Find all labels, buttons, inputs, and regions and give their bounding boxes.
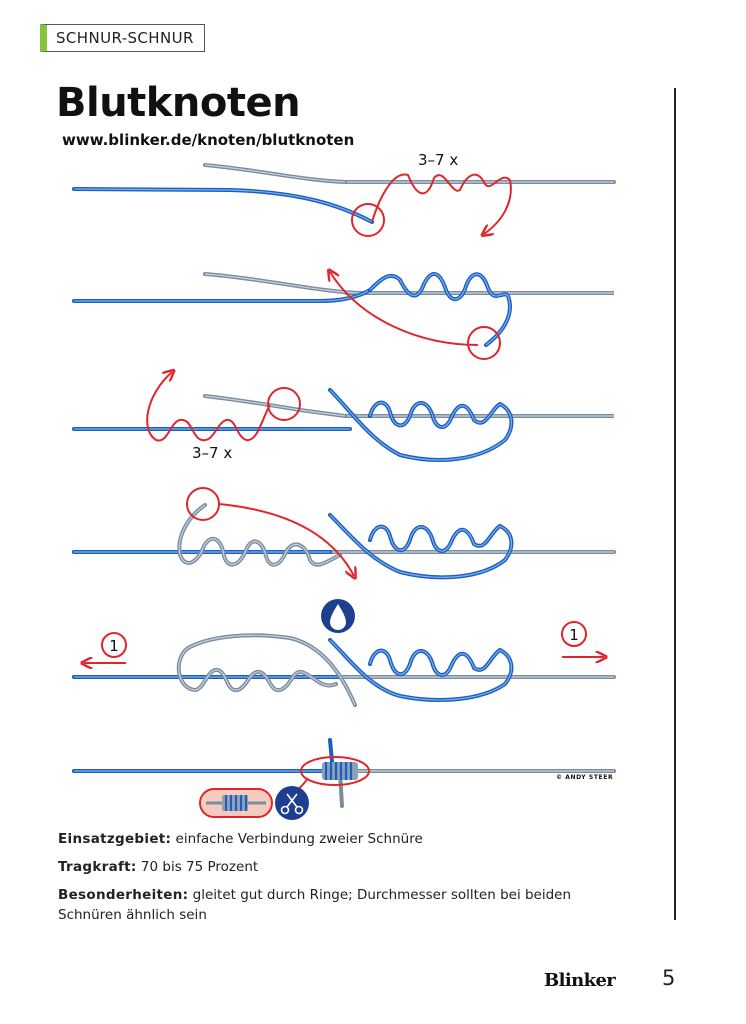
special-line: Besonderheiten: gleitet gut durch Ringe;…: [58, 885, 628, 925]
step-3: 3–7 x: [72, 372, 614, 462]
step-5: 1 1: [72, 599, 616, 707]
step-6: [72, 738, 616, 820]
section-tag: SCHNUR-SCHNUR: [40, 24, 205, 52]
illustration-credit: © ANDY STEER: [556, 774, 614, 781]
usage-text: einfache Verbindung zweier Schnüre: [171, 831, 423, 847]
brand-logo: Blinker: [544, 970, 616, 991]
usage-line: Einsatzgebiet: einfache Verbindung zweie…: [58, 829, 628, 849]
page-title: Blutknoten: [56, 80, 301, 126]
special-label: Besonderheiten:: [58, 887, 189, 903]
section-tag-label: SCHNUR-SCHNUR: [56, 29, 194, 47]
knot-url[interactable]: www.blinker.de/knoten/blutknoten: [62, 131, 355, 149]
pull-marker-right: [561, 621, 587, 647]
special-text: gleitet gut durch Ringe; Durchmesser sol…: [58, 887, 572, 923]
step-4: [72, 487, 616, 577]
wrap-count-label: 3–7 x: [418, 151, 458, 169]
pull-marker-right-label: 1: [569, 626, 579, 644]
step-2: [72, 272, 614, 360]
wrap-count-label: 3–7 x: [192, 444, 232, 462]
strength-text: 70 bis 75 Prozent: [136, 859, 259, 875]
knot-diagram: 3–7 x 3–7 x: [72, 151, 616, 820]
step-1: 3–7 x: [72, 151, 616, 236]
scissors-icon: [275, 786, 309, 820]
strength-line: Tragkraft: 70 bis 75 Prozent: [58, 857, 628, 877]
page-number: 5: [662, 966, 676, 990]
strength-label: Tragkraft:: [58, 859, 137, 875]
vertical-rule: [674, 88, 676, 920]
pull-marker-left: [101, 632, 127, 658]
usage-label: Einsatzgebiet:: [58, 831, 172, 847]
pull-marker-left-label: 1: [109, 637, 119, 655]
